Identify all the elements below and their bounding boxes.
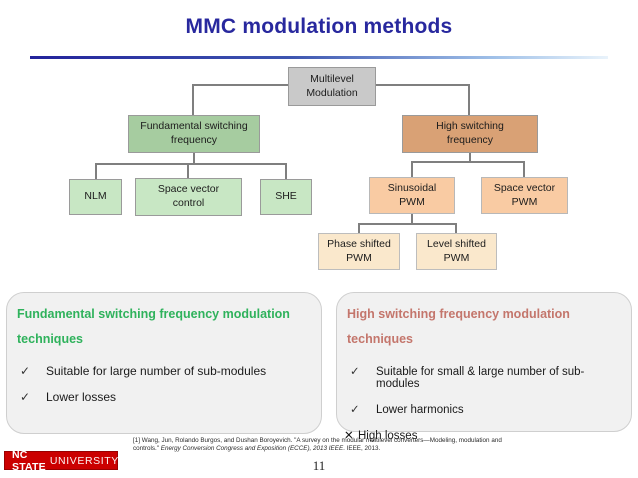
panel-high-switching: High switching frequency modulation tech… [336,292,632,442]
list-item-text: Suitable for large number of sub-modules [46,364,267,378]
citation-italic: Energy Conversion Congress and Expositio… [160,445,344,453]
check-icon: ✓ [350,404,360,416]
tree-node-sinusoidal-pwm: Sinusoidal PWM [369,177,455,214]
panel-heading: Fundamental switching frequency modulati… [17,307,290,346]
citation-prefix: [1] Wang, Jun, Rolando Burgos, and Dusha… [133,437,502,453]
connector-line [192,84,288,86]
title-underline [30,56,608,59]
connector-line [411,161,525,163]
tree-node-nlm: NLM [69,179,122,215]
check-icon: ✓ [350,366,360,378]
connector-line [193,153,195,164]
tree-node-multilevel-modulation: Multilevel Modulation [288,67,376,106]
connector-line [469,153,471,162]
list-item: ✓ Lower harmonics [347,402,623,416]
list-item-text: Lower harmonics [376,404,464,416]
citation-suffix: . IEEE, 2013. [343,445,381,453]
tree-node-phase-shifted-pwm: Phase shifted PWM [318,233,400,270]
list-item-text: High losses [358,430,418,442]
connector-line [95,163,287,165]
list-item: ✓ Suitable for large number of sub-modul… [17,364,315,378]
tree-node-level-shifted-pwm: Level shifted PWM [416,233,497,270]
check-icon: ✓ [20,364,31,378]
connector-line [376,84,470,86]
panel-fundamental-switching: Fundamental switching frequency modulati… [6,292,322,434]
connector-line [411,161,413,177]
nc-state-logo: NC STATE UNIVERSITY [4,448,119,473]
connector-line [192,84,194,115]
logo-secondary-text: UNIVERSITY [49,454,119,467]
tree-node-fundamental-switching-frequency: Fundamental switching frequency [128,115,260,153]
list-item: ✓ Suitable for small & large number of s… [347,364,623,390]
slide-title: MMC modulation methods [185,15,453,38]
tree-node-space-vector-control: Space vector control [135,178,242,216]
list-item-text: Suitable for small & large number of sub… [376,366,585,390]
logo-primary-text: NC STATE [12,448,46,473]
panel-heading: High switching frequency modulation tech… [347,307,570,346]
connector-line [358,223,457,225]
tree-node-space-vector-pwm: Space vector PWM [481,177,568,214]
page-number: 11 [312,458,326,473]
cross-icon: ✕ [344,430,354,442]
connector-line [95,163,97,179]
connector-line [523,161,525,177]
connector-line [455,223,457,233]
list-item: ✕ High losses [344,428,623,442]
connector-line [411,214,413,224]
check-icon: ✓ [20,390,31,404]
connector-line [187,163,189,178]
citation: [1] Wang, Jun, Rolando Burgos, and Dusha… [133,437,517,453]
list-item-text: Lower losses [46,390,117,404]
connector-line [358,223,360,233]
connector-line [285,163,287,179]
connector-line [468,84,470,115]
tree-node-she: SHE [260,179,312,215]
list-item: ✓ Lower losses [17,390,315,404]
tree-node-high-switching-frequency: High switching frequency [402,115,538,153]
